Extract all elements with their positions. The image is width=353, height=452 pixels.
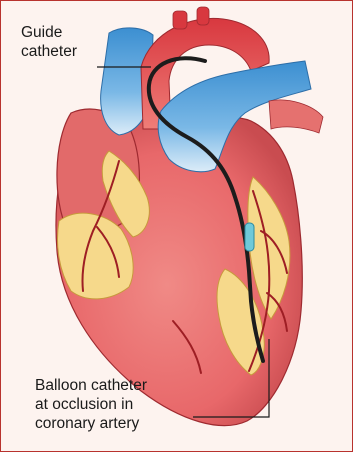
- balloon-catheter-label: Balloon catheter at occlusion in coronar…: [35, 376, 147, 433]
- guide-catheter-label: Guide catheter: [21, 23, 77, 61]
- balloon-label-line-1: Balloon catheter: [35, 376, 147, 395]
- balloon-label-line-2: at occlusion in: [35, 395, 147, 414]
- aorta-branch-2: [197, 7, 209, 25]
- balloon-label-line-3: coronary artery: [35, 414, 147, 433]
- guide-label-line-2: catheter: [21, 42, 77, 61]
- pulmonary-vein: [269, 100, 323, 133]
- balloon-marker: [245, 223, 254, 251]
- aorta-branch-1: [173, 11, 187, 29]
- guide-label-line-1: Guide: [21, 23, 77, 42]
